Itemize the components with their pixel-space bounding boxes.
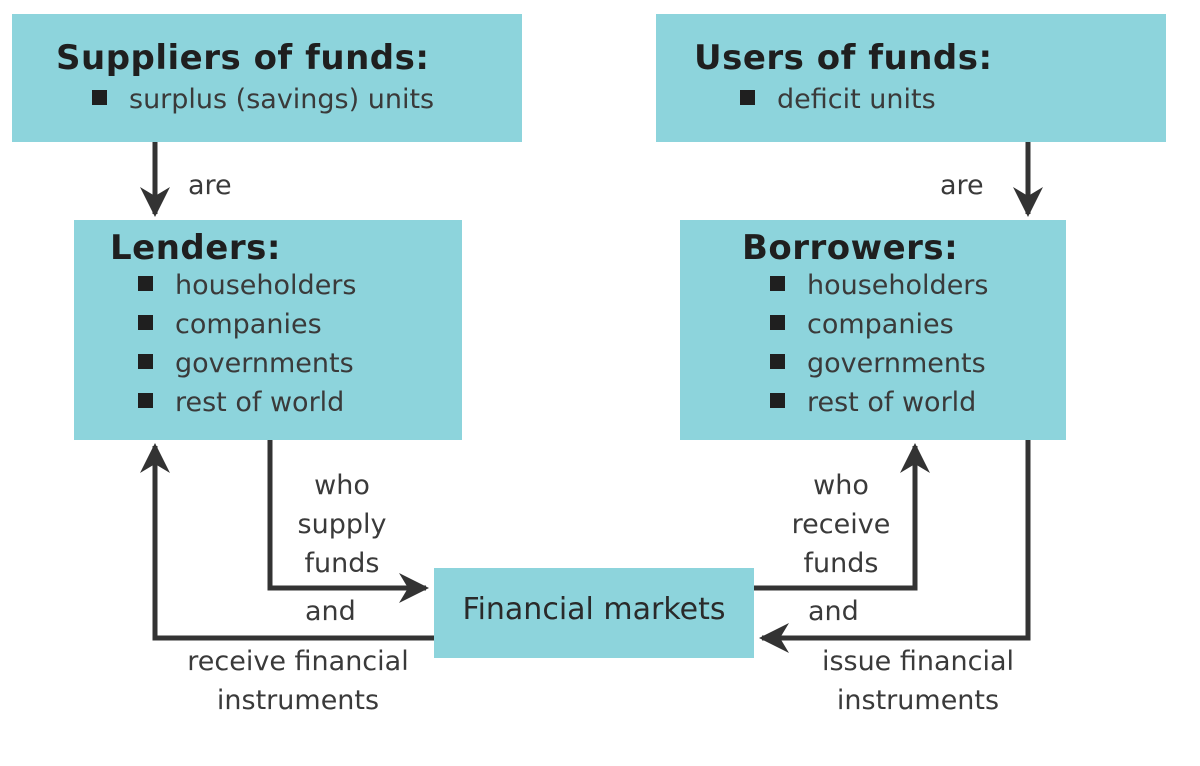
label-who-receive-funds: who receive funds <box>776 466 906 583</box>
lenders-item-label: rest of world <box>175 387 345 418</box>
label-and-right: and <box>808 596 859 627</box>
lenders-item: companies <box>138 309 322 340</box>
label-line: supply <box>297 509 387 540</box>
arrow-borrowers-to-markets <box>759 440 1031 653</box>
label-line: funds <box>803 548 879 579</box>
label-receive-financial-instruments: receive financial instruments <box>168 642 428 720</box>
arrow-lenders-to-markets <box>267 440 429 603</box>
borrowers-title: Borrowers: <box>742 228 959 268</box>
users-item-label: deficit units <box>777 84 936 115</box>
lenders-item: householders <box>138 270 356 301</box>
bullet-icon <box>138 393 153 408</box>
borrowers-item-label: householders <box>807 270 989 301</box>
lenders-item-label: governments <box>175 348 354 379</box>
suppliers-item: surplus (savings) units <box>92 84 434 115</box>
label-who-supply-funds: who supply funds <box>282 466 402 583</box>
arrow-markets-to-lenders <box>140 443 434 641</box>
borrowers-item-label: governments <box>807 348 986 379</box>
borrowers-item: companies <box>770 309 954 340</box>
bullet-icon <box>92 90 107 105</box>
suppliers-item-label: surplus (savings) units <box>129 84 435 115</box>
borrowers-item-label: rest of world <box>807 387 977 418</box>
bullet-icon <box>138 276 153 291</box>
bullet-icon <box>138 315 153 330</box>
borrowers-item: rest of world <box>770 387 976 418</box>
borrowers-item-label: companies <box>807 309 954 340</box>
borrowers-item: householders <box>770 270 988 301</box>
label-line: instruments <box>836 685 1000 716</box>
label-line: who <box>813 470 869 501</box>
financial-markets-box: Financial markets <box>434 568 754 658</box>
label-and-left: and <box>305 596 356 627</box>
bullet-icon <box>740 90 755 105</box>
borrowers-box: Borrowers: householders companies govern… <box>680 220 1066 440</box>
lenders-title: Lenders: <box>110 228 281 268</box>
label-line: receive financial <box>187 646 409 677</box>
arrow-markets-to-borrowers <box>754 443 930 591</box>
bullet-icon <box>770 354 785 369</box>
label-line: receive <box>791 509 891 540</box>
suppliers-box: Suppliers of funds: surplus (savings) un… <box>12 14 522 142</box>
label-line: who <box>314 470 370 501</box>
label-line: instruments <box>216 685 380 716</box>
lenders-box: Lenders: householders companies governme… <box>74 220 462 440</box>
lenders-item: governments <box>138 348 354 379</box>
users-title: Users of funds: <box>694 38 993 78</box>
financial-markets-title: Financial markets <box>462 592 726 627</box>
bullet-icon <box>770 315 785 330</box>
bullet-icon <box>770 393 785 408</box>
users-item: deficit units <box>740 84 936 115</box>
users-box: Users of funds: deficit units <box>656 14 1166 142</box>
suppliers-title: Suppliers of funds: <box>56 38 430 78</box>
lenders-item: rest of world <box>138 387 344 418</box>
bullet-icon <box>770 276 785 291</box>
label-are-right: are <box>940 170 984 201</box>
label-issue-financial-instruments: issue financial instruments <box>800 642 1036 720</box>
lenders-item-label: householders <box>175 270 357 301</box>
label-are-left: are <box>188 170 232 201</box>
bullet-icon <box>138 354 153 369</box>
borrowers-item: governments <box>770 348 986 379</box>
label-line: issue financial <box>821 646 1015 677</box>
lenders-item-label: companies <box>175 309 322 340</box>
label-line: funds <box>304 548 380 579</box>
